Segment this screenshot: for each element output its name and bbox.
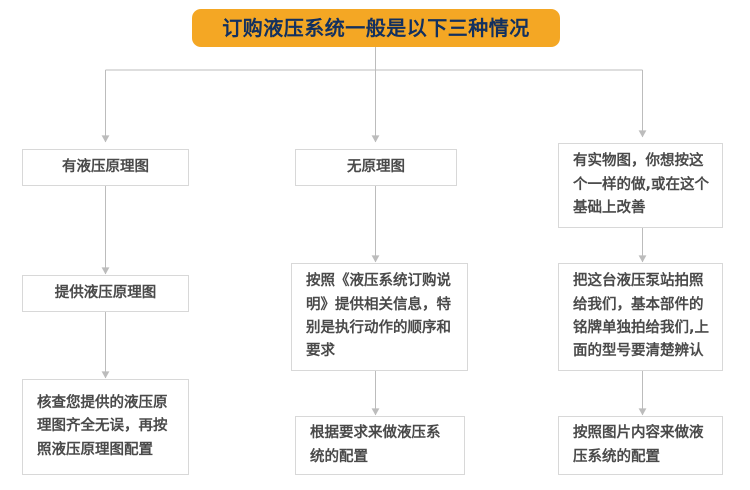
node-col1-step1-label: 有液压原理图	[62, 158, 149, 175]
flowchart-title-text: 订购液压系统一般是以下三种情况	[222, 16, 530, 40]
node-col1-step2[interactable]: 提供液压原理图	[22, 275, 189, 312]
flowchart-title-banner: 订购液压系统一般是以下三种情况	[192, 9, 560, 47]
node-col3-step2[interactable]: 把这台液压泵站拍照给我们，基本部件的铭牌单独拍给我们,上面的型号要清楚辨认	[558, 263, 723, 371]
node-col2-step3[interactable]: 根据要求来做液压系统的配置	[295, 416, 465, 475]
node-col1-step2-label: 提供液压原理图	[54, 284, 157, 301]
node-col3-step1[interactable]: 有实物图，你想按这个一样的做,或在这个基础上改善	[558, 143, 723, 228]
node-col3-step2-label: 把这台液压泵站拍照给我们，基本部件的铭牌单独拍给我们,上面的型号要清楚辨认	[573, 273, 710, 360]
node-col2-step3-label: 根据要求来做液压系统的配置	[310, 425, 441, 465]
node-col1-step3-label: 核查您提供的液压原理图齐全无误，再按照液压原理图配置	[37, 394, 168, 458]
node-col2-step2[interactable]: 按照《液压系统订购说明》提供相关信息，特别是执行动作的顺序和要求	[291, 263, 468, 371]
node-col2-step2-label: 按照《液压系统订购说明》提供相关信息，特别是执行动作的顺序和要求	[306, 273, 451, 360]
node-col2-step1-label: 无原理图	[347, 158, 405, 175]
node-col3-step3[interactable]: 按照图片内容来做液压系统的配置	[558, 416, 723, 475]
node-col1-step3[interactable]: 核查您提供的液压原理图齐全无误，再按照液压原理图配置	[22, 379, 189, 475]
node-col3-step3-label: 按照图片内容来做液压系统的配置	[573, 425, 704, 465]
node-col2-step1[interactable]: 无原理图	[295, 149, 457, 186]
node-col1-step1[interactable]: 有液压原理图	[22, 149, 189, 186]
node-col3-step1-label: 有实物图，你想按这个一样的做,或在这个基础上改善	[573, 153, 710, 217]
